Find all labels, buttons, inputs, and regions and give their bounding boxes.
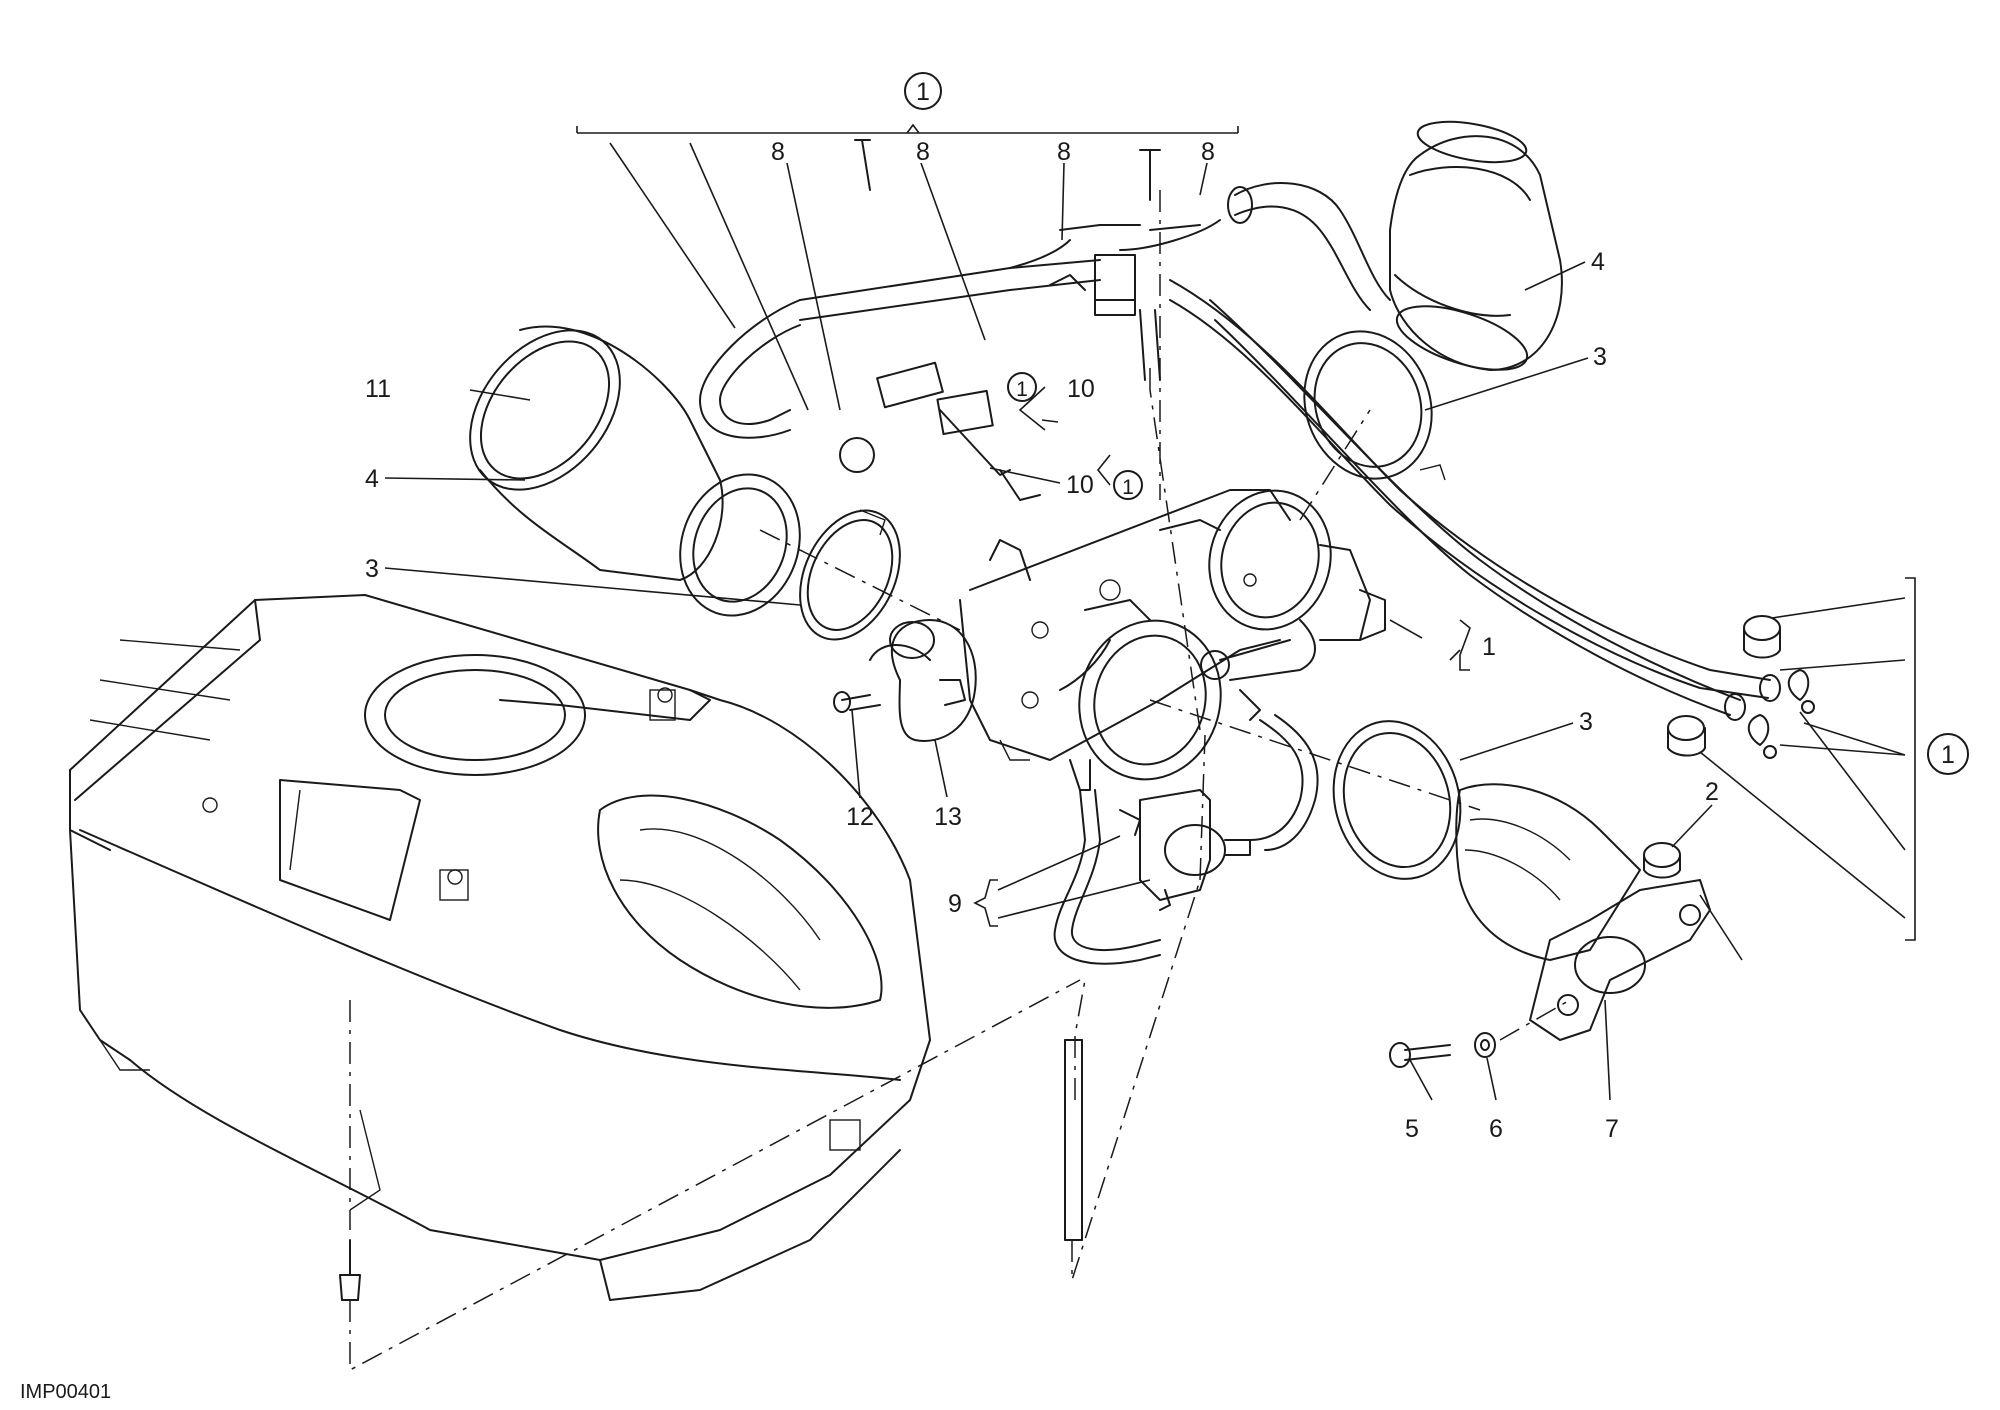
label-part-9: 9 <box>948 890 962 918</box>
label-part-10-a: 10 <box>1067 375 1095 403</box>
label-part-13: 13 <box>934 803 962 831</box>
label-part-2: 2 <box>1705 778 1719 806</box>
leader-lines <box>384 123 1916 1101</box>
label-part-8-c: 8 <box>1057 138 1071 166</box>
label-throttle-body: 1 <box>1482 633 1496 661</box>
intake-manifold <box>1332 720 1711 1068</box>
long-hoses <box>1169 279 1781 721</box>
label-part-8-a: 8 <box>771 138 785 166</box>
throttle-body <box>849 489 1386 791</box>
group-circle-small-a <box>1007 372 1037 402</box>
small-parts-right <box>1667 615 1815 759</box>
label-small-group-b: 1 <box>1122 476 1134 499</box>
label-top-group: 1 <box>916 78 930 106</box>
vacuum-hose-and-sensor <box>1053 714 1319 1241</box>
label-part-4-right: 4 <box>1591 248 1605 276</box>
label-part-10-b: 10 <box>1066 471 1094 499</box>
label-side-group: 1 <box>1941 741 1955 769</box>
airbox <box>69 594 931 1301</box>
label-part-4-left: 4 <box>365 465 379 493</box>
label-part-6: 6 <box>1489 1115 1503 1143</box>
label-part-3-left: 3 <box>365 555 379 583</box>
diagram-code: IMP00401 <box>20 1381 111 1403</box>
callouts: 1 1 1 1 1 2 3 3 3 4 4 5 6 7 8 8 8 8 9 10… <box>20 72 1969 1403</box>
group-circle-top <box>904 72 942 110</box>
label-part-7: 7 <box>1605 1115 1619 1143</box>
screw-12 <box>833 691 871 713</box>
label-part-5: 5 <box>1405 1115 1419 1143</box>
right-air-duct <box>1303 120 1563 481</box>
fuel-rail-assembly <box>699 139 1391 501</box>
label-part-8-b: 8 <box>916 138 930 166</box>
centre-lines <box>349 190 1571 1372</box>
label-part-3-right-mid: 3 <box>1579 708 1593 736</box>
label-small-group-a: 1 <box>1016 378 1028 401</box>
label-part-8-d: 8 <box>1201 138 1215 166</box>
label-part-3-right-top: 3 <box>1593 343 1607 371</box>
label-part-11: 11 <box>365 375 391 403</box>
group-circle-small-b <box>1113 470 1143 500</box>
label-part-12: 12 <box>846 803 874 831</box>
left-air-duct <box>469 325 901 641</box>
group-circle-side <box>1927 733 1969 775</box>
